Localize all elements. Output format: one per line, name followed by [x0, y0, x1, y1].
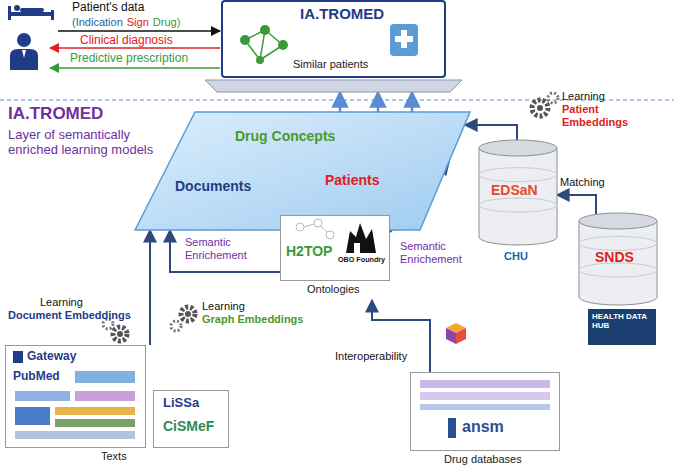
model-layer-plane: Drug ConceptsDocuments Patients: [135, 112, 470, 230]
database-cylinder: EDSaN CHU: [478, 140, 558, 270]
output-arrow: [50, 47, 220, 49]
gear-icon: [103, 319, 127, 341]
node-text: H2TOP: [286, 243, 332, 259]
connector-arrow: [377, 92, 380, 112]
node-outline: [578, 213, 658, 348]
node-text: HEALTH DATA HUB: [592, 312, 654, 330]
node-text: Similar patients: [293, 58, 368, 71]
text-label: Drug): [153, 16, 181, 29]
edge-label: Interoperability: [335, 350, 407, 363]
drug-database-box: ansmDrug databases: [410, 372, 560, 468]
laptop-screen: IA.TROMED Similar patients: [205, 0, 462, 92]
node-text: Gateway: [27, 350, 76, 364]
node-text: CHU: [504, 250, 528, 263]
node-text: Drug databases: [444, 453, 522, 466]
text-label: Learning: [40, 296, 83, 309]
node-text: Ontologies: [307, 283, 360, 296]
edge-label: Semantic Enrichement: [185, 236, 270, 261]
text-label: Learning: [562, 90, 605, 103]
output-arrow: [50, 67, 220, 69]
text-label: Graph Embeddings: [202, 313, 303, 326]
node-text: OBO Foundry: [338, 256, 385, 264]
node-text: LiSSa: [163, 396, 199, 411]
connector-arrow: [339, 92, 342, 112]
text-label: Patient's data: [72, 1, 144, 15]
text-label: IA.TROMED: [8, 104, 103, 124]
doctor-icon: [10, 33, 38, 70]
node-text: Documents: [175, 178, 251, 194]
ontology-box: H2TOP OBO FoundryOntologies: [280, 215, 390, 300]
node-text: ansm: [462, 418, 504, 436]
node-text: PubMed: [13, 370, 60, 384]
gear-icon: [532, 93, 558, 116]
node-text: EDSaN: [491, 182, 538, 198]
text-label: Learning: [202, 300, 245, 313]
text-sources-box: GatewayPubMedLiSSaCiSMeF Texts: [5, 345, 230, 465]
text-label: Document Embeddings: [8, 309, 131, 322]
connector-arrow: [465, 125, 517, 141]
edge-label: Matching: [560, 176, 605, 189]
text-label: Sign: [127, 16, 149, 29]
gear-icon: [171, 307, 195, 331]
node-text: SNDS: [595, 249, 634, 265]
edge-label: Semantic Enrichement: [400, 240, 475, 265]
connector-arrow: [411, 92, 414, 112]
text-label: Predictive prescription: [70, 52, 188, 66]
node-text: IA.TROMED: [300, 5, 384, 22]
database-cylinder: SNDS HEALTH DATA HUB: [578, 213, 658, 348]
connector-arrow: [557, 195, 596, 215]
connector-arrow: [170, 230, 280, 272]
node-text: Texts: [101, 450, 127, 463]
input-arrow: [58, 30, 220, 32]
connector-arrow: [149, 230, 151, 345]
node-text: Drug Concepts: [235, 128, 335, 144]
text-label: Clinical diagnosis: [80, 34, 173, 48]
node-text: Patients: [325, 172, 379, 188]
caption-box: Similar patients: [293, 58, 393, 74]
text-label: Patient Embeddings: [562, 103, 662, 128]
text-label: Layer of semantically enriched learning …: [8, 128, 158, 158]
cube-icon: [446, 323, 466, 344]
text-label: (Indication: [72, 16, 123, 29]
patient-bed-icon: [8, 5, 54, 20]
node-text: CiSMeF: [163, 418, 214, 434]
